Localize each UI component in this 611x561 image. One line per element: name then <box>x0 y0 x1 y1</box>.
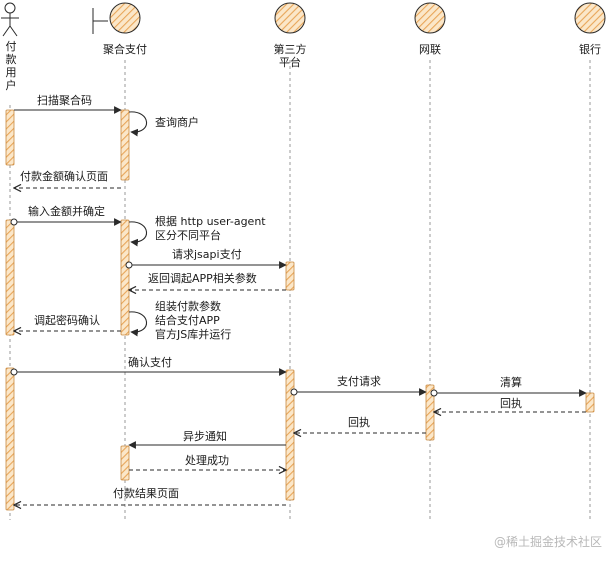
activation-bar-user <box>5 219 15 336</box>
message-1: 扫描聚合码 <box>14 93 122 114</box>
message-label: 输入金额并确定 <box>28 204 105 218</box>
message-label: 付款金额确认页面 <box>20 169 108 183</box>
message-9: 调起密码确认 <box>14 313 121 331</box>
activation-bar-bank <box>585 392 595 413</box>
watermark: @稀土掘金技术社区 <box>494 534 602 549</box>
entity-circle-icon <box>274 2 306 34</box>
message-origin-dot <box>10 218 18 226</box>
message-label: 调起密码确认 <box>34 313 100 327</box>
entity-circle-icon <box>574 2 606 34</box>
message-label: 扫描聚合码 <box>37 93 92 107</box>
activation-bar-agg <box>120 219 130 336</box>
message-10: 确认支付 <box>10 356 287 376</box>
participant-name-user: 付 <box>6 40 17 53</box>
message-label: 回执 <box>348 415 370 429</box>
message-label: 异步通知 <box>183 429 227 443</box>
message-16: 处理成功 <box>129 454 286 470</box>
message-label: 处理成功 <box>185 454 229 467</box>
self-call-arrow <box>128 221 148 247</box>
message-label: 确认支付 <box>128 356 172 369</box>
actor-head-icon <box>4 2 16 14</box>
message-label: 返回调起APP相关参数 <box>148 271 257 285</box>
participant-name-user: 款 <box>6 52 17 66</box>
message-label: 结合支付APP <box>155 313 220 327</box>
self-call-arrow <box>128 311 148 337</box>
message-origin-dot <box>10 368 18 376</box>
message-13: 回执 <box>434 396 586 412</box>
message-14: 回执 <box>294 415 426 433</box>
participant-name-bank: 银行 <box>579 42 601 56</box>
message-6: 请求jsapi支付 <box>125 248 287 269</box>
participant-agg: 聚合支付 <box>92 2 147 56</box>
participant-name-union: 网联 <box>419 43 441 56</box>
activation-bar-user <box>5 367 15 511</box>
participant-bank: 银行 <box>574 2 606 56</box>
message-17: 付款结果页面 <box>14 486 286 505</box>
self-call-arrow <box>128 111 148 137</box>
message-label: 付款结果页面 <box>113 486 179 500</box>
entity-circle-icon <box>414 2 446 34</box>
actor-icon <box>1 13 19 37</box>
message-label: 回执 <box>500 396 522 410</box>
message-3: 付款金额确认页面 <box>14 169 121 188</box>
message-7: 返回调起APP相关参数 <box>129 271 286 290</box>
participant-name-user: 用 <box>6 66 17 79</box>
participant-name-user: 户 <box>6 78 17 92</box>
message-12: 清算 <box>430 375 587 397</box>
message-2: 查询商户 <box>128 111 199 137</box>
message-4: 输入金额并确定 <box>10 204 122 226</box>
boundary-icon <box>92 8 108 34</box>
message-label: 清算 <box>500 375 522 389</box>
boundary-circle-icon <box>109 2 141 34</box>
participant-name-third: 平台 <box>279 55 301 69</box>
message-origin-dot <box>290 388 298 396</box>
message-label: 支付请求 <box>337 375 381 388</box>
message-origin-dot <box>430 389 438 397</box>
activation-bar-agg <box>120 445 130 481</box>
participant-union: 网联 <box>414 2 446 56</box>
message-origin-dot <box>125 261 133 269</box>
activation-bar-third <box>285 261 295 291</box>
message-15: 异步通知 <box>128 429 286 449</box>
message-label: 请求jsapi支付 <box>172 248 242 261</box>
message-label: 查询商户 <box>155 115 199 129</box>
activation-bar-agg <box>120 109 130 181</box>
message-label: 区分不同平台 <box>155 228 221 242</box>
activation-bar-user <box>5 109 15 166</box>
message-label: 组装付款参数 <box>155 299 221 313</box>
participant-name-third: 第三方 <box>274 42 307 56</box>
message-label: 官方JS库并运行 <box>155 327 231 341</box>
participant-name-agg: 聚合支付 <box>103 42 147 56</box>
message-11: 支付请求 <box>290 375 427 396</box>
message-label: 根据 http user-agent <box>155 214 266 228</box>
